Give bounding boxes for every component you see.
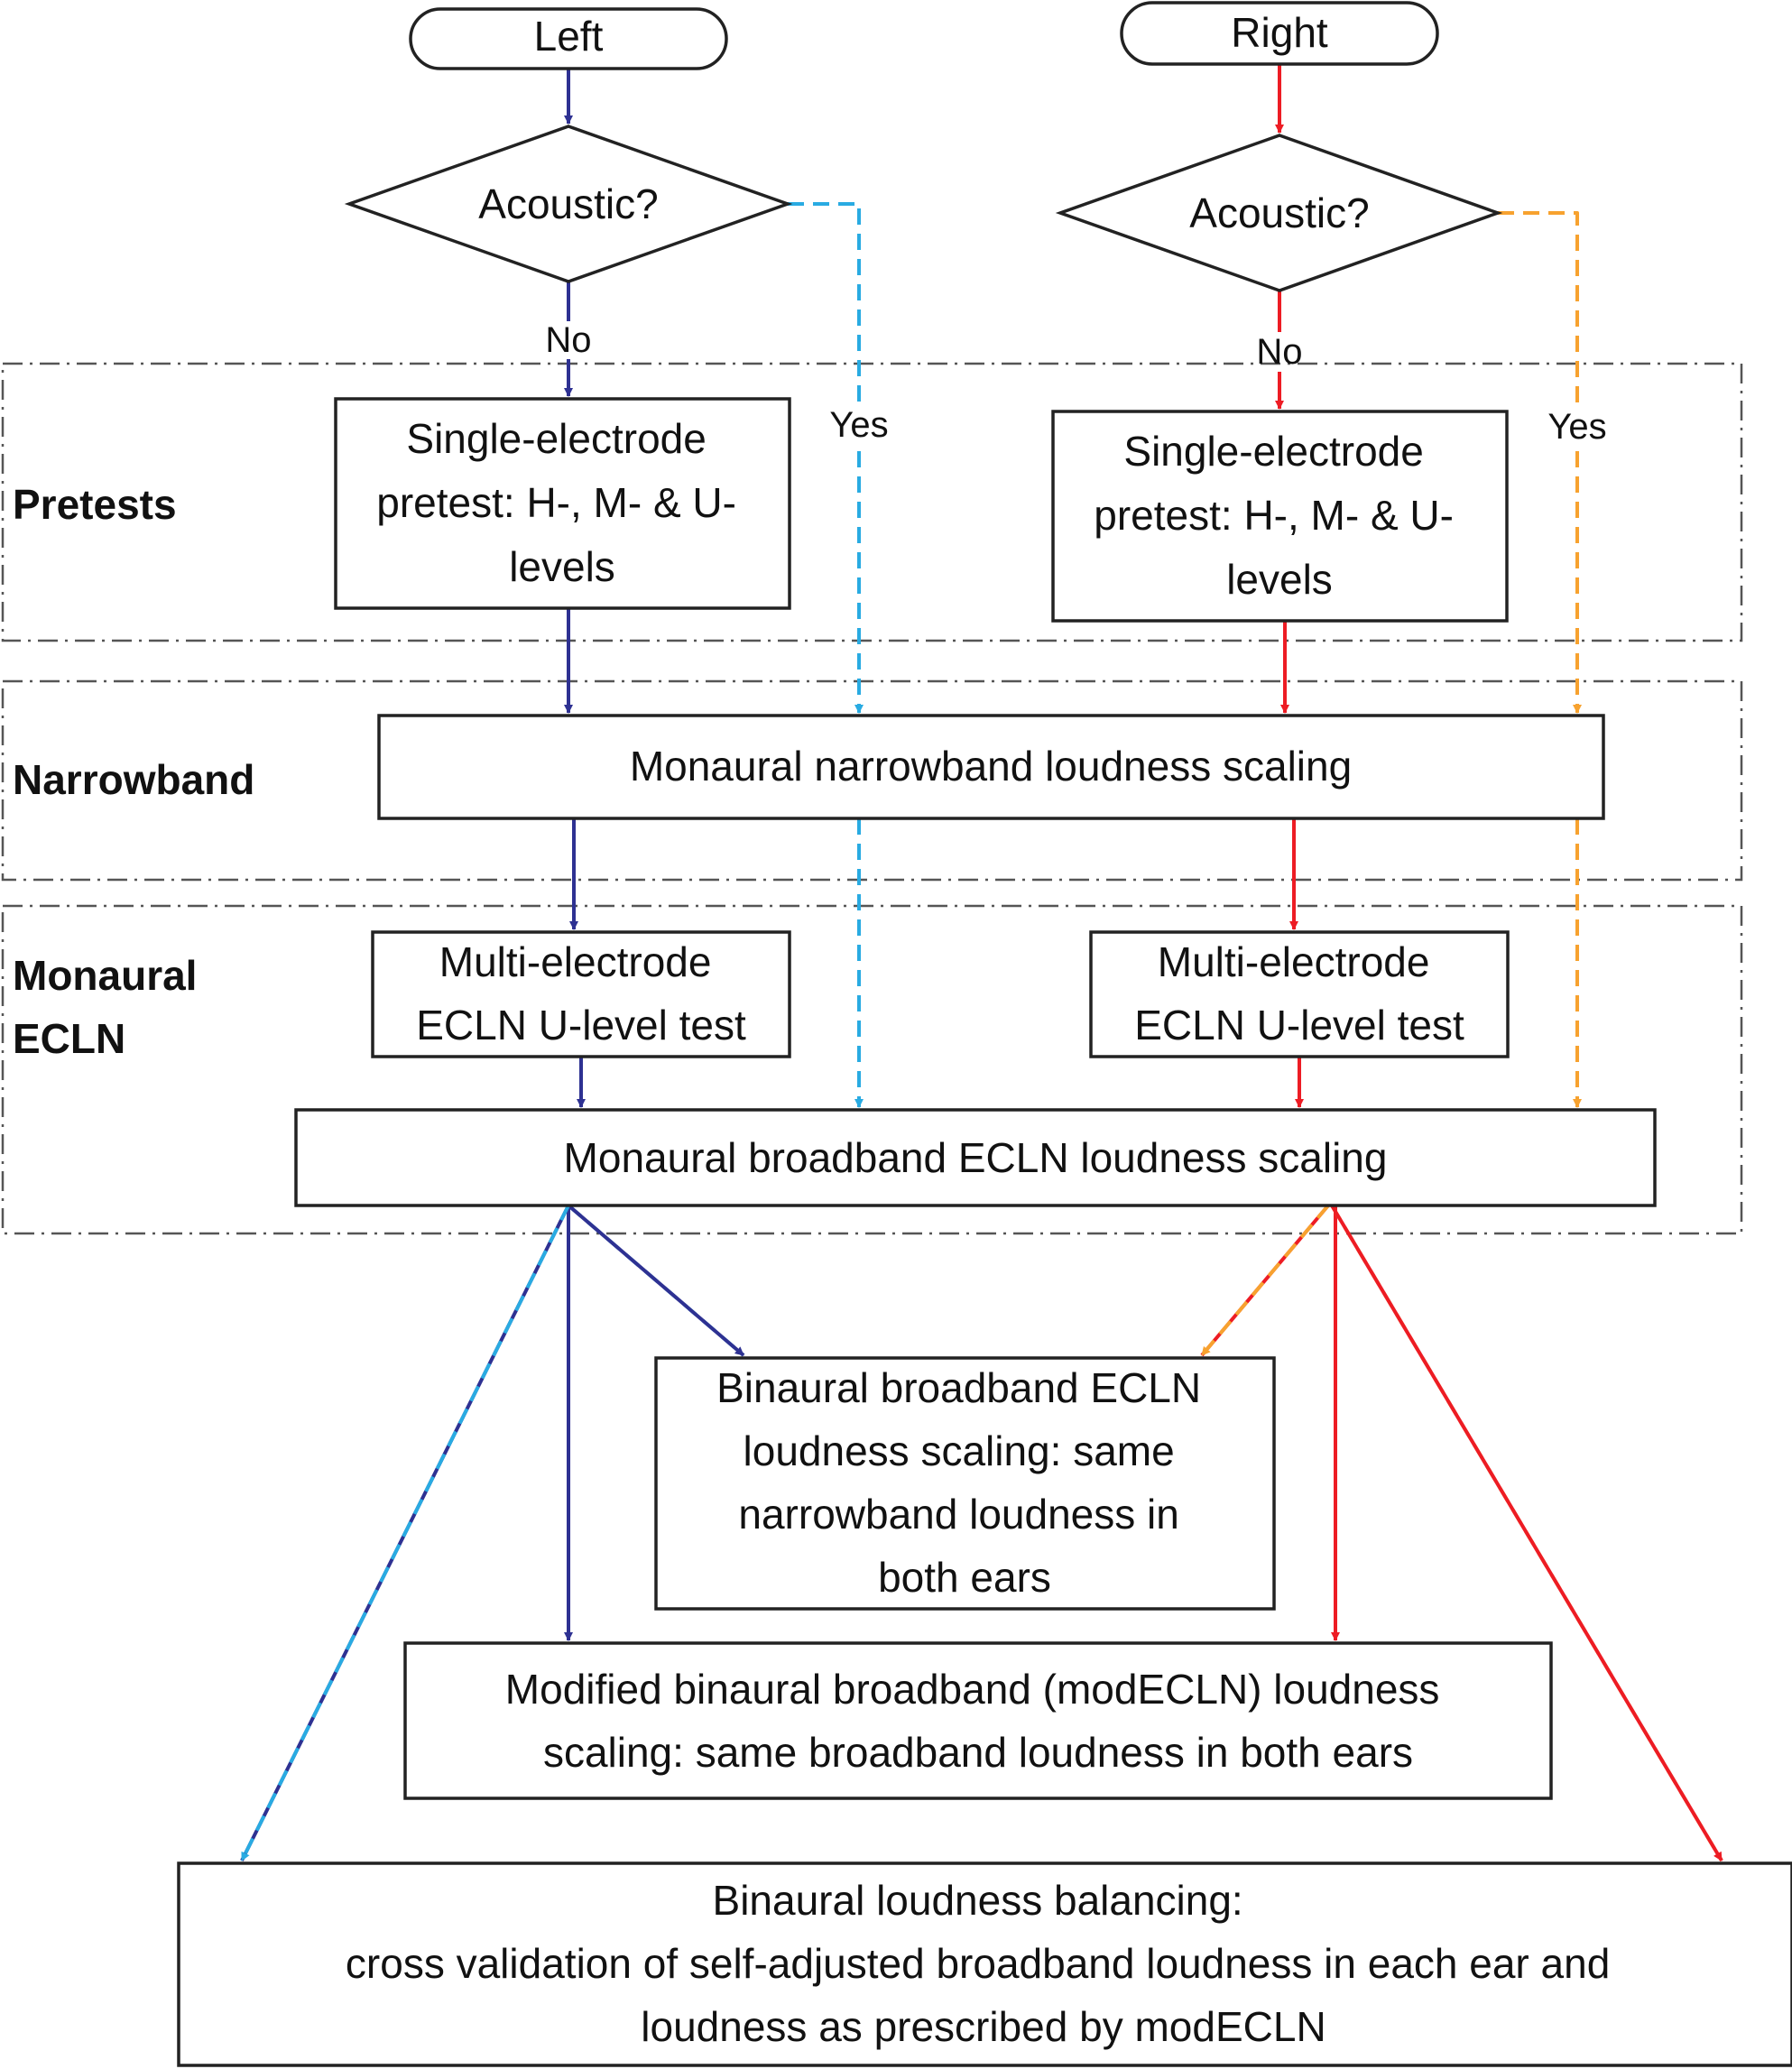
section-pretests-frame: [1, 362, 1743, 642]
left-multi-electrode-box: [371, 930, 791, 1058]
left-pretest-box: [334, 397, 791, 610]
edge-right-to-binaural-ecln: [1200, 1204, 1330, 1357]
section-pretests-label: Pretests: [13, 481, 177, 528]
left-decision-label: Acoustic?: [478, 180, 658, 227]
right-decision-diamond: [1055, 134, 1503, 292]
narrowband-scaling-box: [377, 714, 1605, 820]
edges: [240, 64, 1723, 1862]
left-decision-diamond: [344, 125, 793, 283]
section-narrowband-frame: [1, 679, 1743, 882]
right-start-label: Right: [1231, 9, 1328, 56]
left-yes-label: Yes: [829, 405, 888, 445]
right-yes-label: Yes: [1547, 407, 1606, 447]
binaural-ecln-box: [654, 1356, 1276, 1611]
section-monaural-label: Monaural: [13, 952, 197, 999]
right-no-label: No: [1256, 332, 1302, 372]
left-no-label: No: [545, 320, 591, 360]
balancing-box: [177, 1861, 1792, 2067]
right-pretest-text: Single-electrode pretest: H-, M- & U- le…: [1094, 428, 1465, 603]
section-monaural-frame: [1, 904, 1743, 1235]
left-pretest-text: Single-electrode pretest: H-, M- & U- le…: [376, 415, 748, 590]
edge-left-to-binaural-ecln: [567, 1204, 745, 1357]
mod-ecln-text: Modified binaural broadband (modECLN) lo…: [505, 1666, 1451, 1776]
mod-ecln-box: [403, 1641, 1553, 1800]
balancing-text: Binaural loudness balancing: cross valid…: [346, 1877, 1621, 2050]
broadband-scaling-text: Monaural broadband ECLN loudness scaling: [564, 1134, 1388, 1181]
edge-right-yes-to-narrowband: [1498, 211, 1579, 406]
edge-left-to-balancing: [240, 1205, 570, 1861]
binaural-ecln-text: Binaural broadband ECLN loudness scaling…: [716, 1364, 1213, 1601]
section-ecln-label: ECLN: [13, 1015, 125, 1062]
right-multi-electrode-box: [1089, 930, 1510, 1058]
section-narrowband-label: Narrowband: [13, 756, 254, 803]
edge-right-to-balancing: [1330, 1204, 1723, 1862]
edge-left-yes-to-narrowband: [788, 202, 861, 404]
left-multi-electrode-text: Multi-electrode ECLN U-level test: [416, 938, 746, 1048]
broadband-scaling-box: [294, 1108, 1657, 1207]
left-start-terminal: [409, 7, 728, 70]
right-decision-label: Acoustic?: [1189, 189, 1369, 236]
right-multi-electrode-text: Multi-electrode ECLN U-level test: [1134, 938, 1464, 1048]
right-start-terminal: [1120, 1, 1439, 66]
right-pretest-box: [1051, 410, 1509, 623]
left-start-label: Left: [534, 13, 604, 60]
narrowband-scaling-text: Monaural narrowband loudness scaling: [630, 743, 1352, 790]
